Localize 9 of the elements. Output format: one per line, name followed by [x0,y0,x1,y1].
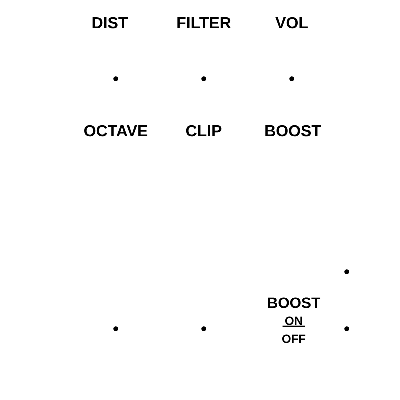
control-label: FILTER [178,18,232,28]
control-label: CLIP [186,125,222,137]
control-label: VOL [276,17,308,29]
control-label: OCTAVE [84,125,148,137]
control-label: OFF [282,334,306,344]
control-label: DIST [92,17,128,29]
control-label: BOOST [266,125,322,137]
control-label: BOOST [268,298,320,308]
switch-label: ON [282,316,306,328]
